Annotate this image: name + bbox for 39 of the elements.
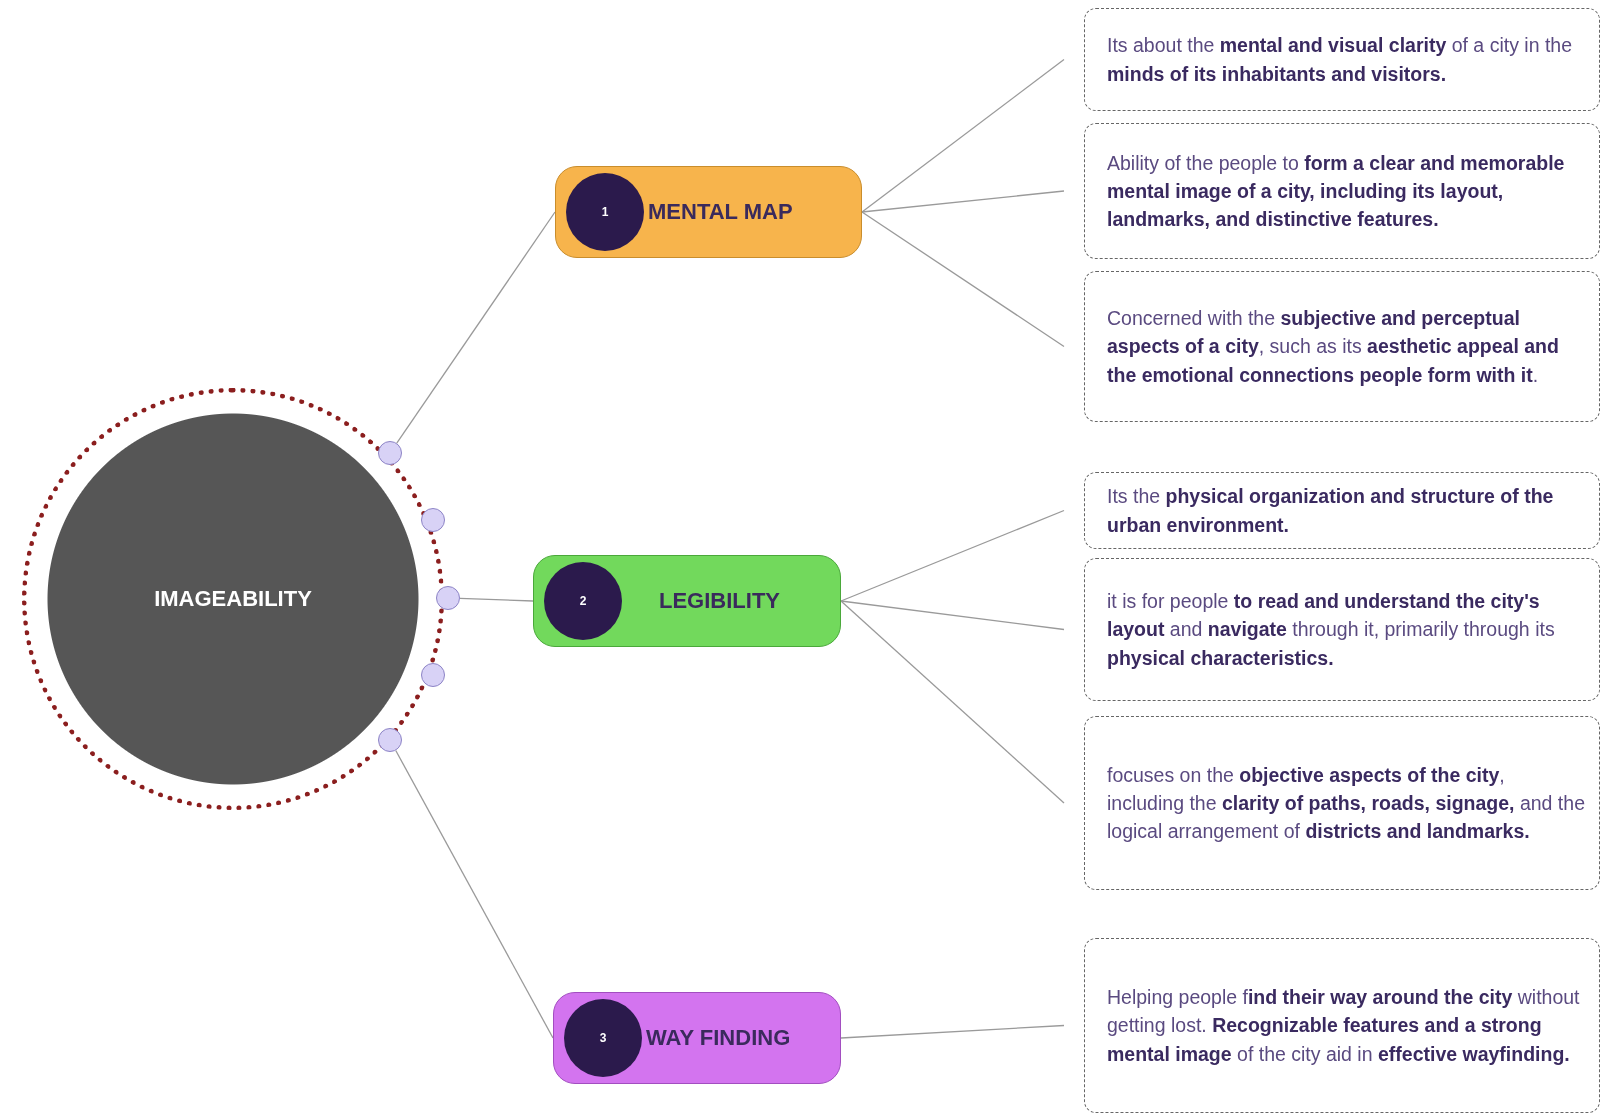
description-box [1084,123,1600,259]
description-box [1084,271,1600,422]
connector-line [396,211,556,444]
connector-line [861,58,1065,213]
category-box [553,992,841,1084]
description-box [1084,938,1600,1113]
category-label: LEGIBILITY [659,588,780,614]
category-box [555,166,862,258]
connector-line [840,509,1065,602]
description-text: Ability of the people to form a clear and memorable mental image of a city, including its layout, landmarks, and distinctive features. [1107,150,1566,233]
category-label: MENTAL MAP [648,199,793,225]
description-box [1084,8,1600,111]
description-box [1084,558,1600,701]
connector-dot [378,441,402,465]
connector-line [861,190,1065,213]
description-box [1084,472,1600,549]
connector-dot [378,728,402,752]
description-text: Helping people find their way around the city without getting lost. Recognizable features and a strong mental image of the city aid in effective wayfinding. [1107,985,1581,1067]
title-label: IMAGEABILITY [154,586,312,612]
number-label: 3 [599,1031,607,1045]
connector-line [861,211,1065,348]
connector-dot [436,586,460,610]
description-text: focuses on the objective aspects of the city, including the clarity of paths, roads, signage, and the logical arrangement of districts and landmarks. [1107,762,1586,845]
description-text: it is for people to read and understand the city's layout and navigate through it, primarily through its physical characteristics. [1107,589,1556,671]
connector-line [840,1024,1065,1039]
connector-line [395,749,554,1039]
connector-line [840,600,1065,631]
description-text: Its about the mental and visual clarity of a city in the minds of its inhabitants and visitors. [1107,33,1573,87]
description-box [1084,716,1600,890]
number-label: 2 [579,594,587,608]
connector-dot [421,508,445,532]
category-label: WAY FINDING [646,1025,791,1051]
number-label: 1 [601,205,609,219]
description-text: Concerned with the subjective and perceptual aspects of a city, such as its aesthetic appeal and the emotional connections people form with it. [1107,306,1560,388]
connector-dot [421,663,445,687]
category-box [533,555,841,647]
connector-line [459,597,534,602]
description-text: Its the physical organization and structure of the urban environment. [1107,484,1555,538]
connector-line [840,600,1065,804]
